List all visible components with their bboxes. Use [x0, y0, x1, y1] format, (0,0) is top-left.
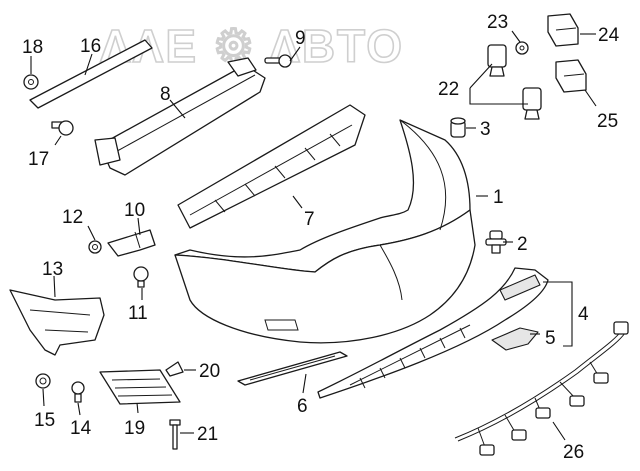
callout-19: 19 — [124, 418, 145, 439]
callout-16: 16 — [80, 36, 101, 57]
callout-22: 22 — [438, 79, 459, 100]
callout-14: 14 — [70, 418, 92, 439]
callout-26: 26 — [563, 442, 584, 463]
callout-11: 11 — [128, 303, 148, 324]
part-1-bumper-cover — [174, 119, 476, 344]
callout-2: 2 — [517, 234, 528, 255]
part-15-nut — [35, 373, 51, 389]
part-13-side-bracket — [9, 289, 105, 356]
part-16-trim-strip — [29, 39, 153, 109]
callout-23: 23 — [487, 12, 508, 33]
part-10-bracket — [107, 229, 156, 257]
part-19-plate-bracket — [99, 369, 181, 405]
callout-1: 1 — [493, 187, 504, 208]
part-18-nut — [23, 74, 39, 90]
callout-15: 15 — [34, 410, 55, 431]
callout-18: 18 — [22, 37, 43, 58]
part-23-retainer — [515, 41, 529, 55]
callout-10: 10 — [124, 200, 145, 221]
callout-9: 9 — [295, 28, 306, 49]
callout-4: 4 — [578, 304, 589, 325]
part-26-wiring-harness — [454, 321, 629, 456]
callout-7: 7 — [304, 209, 315, 230]
callout-12: 12 — [62, 207, 83, 228]
part-7-energy-absorber — [177, 104, 366, 229]
leader-lines — [30, 30, 597, 441]
part-11-bolt — [133, 266, 149, 288]
callout-8: 8 — [160, 84, 171, 105]
part-5-bracket — [491, 327, 539, 351]
part-4-lower-diffuser — [317, 267, 549, 399]
part-21-screw — [169, 419, 181, 450]
part-2-clip — [485, 230, 507, 254]
callout-6: 6 — [297, 396, 308, 417]
part-12-nut — [88, 240, 102, 254]
part-3-bumper-pad — [450, 117, 466, 138]
callout-3: 3 — [480, 119, 491, 140]
part-6-reflector — [237, 351, 348, 386]
part-8-reinforcement-beam — [94, 57, 266, 176]
part-20-clip — [165, 361, 184, 377]
part-22-parking-sensors — [487, 44, 542, 120]
callout-labels: 1 2 3 4 5 6 7 8 9 10 11 12 13 14 15 16 1… — [22, 12, 620, 463]
callout-17: 17 — [28, 149, 49, 170]
part-17-bolt — [51, 120, 74, 136]
callout-20: 20 — [199, 361, 220, 382]
callout-25: 25 — [597, 111, 618, 132]
callout-5: 5 — [545, 328, 556, 349]
part-9-bolt — [264, 54, 292, 68]
callout-24: 24 — [598, 25, 620, 46]
part-25-sensor-bracket — [555, 59, 587, 93]
part-24-sensor-bracket — [547, 13, 579, 47]
callout-21: 21 — [197, 424, 218, 445]
part-14-bolt — [71, 381, 85, 403]
callout-13: 13 — [42, 259, 63, 280]
